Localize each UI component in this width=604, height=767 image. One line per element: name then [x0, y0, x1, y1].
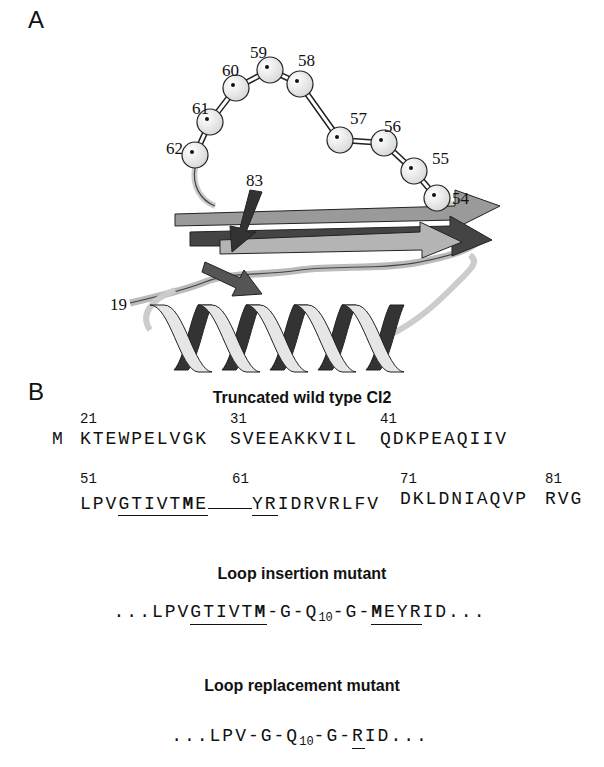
bead-dot	[190, 150, 194, 154]
residue-bead	[401, 158, 427, 184]
ribbon-part	[220, 222, 462, 258]
beta-strands	[175, 190, 500, 296]
sequence-part: 10	[318, 611, 332, 625]
sequence: DKLDNIAQVP	[400, 490, 528, 508]
sequence-part: -G-	[314, 726, 352, 748]
sequence-part: ...LPV-G-Q	[171, 726, 299, 748]
sequence-part: M	[254, 602, 267, 625]
sequence: M	[52, 430, 65, 448]
bead-dot	[265, 65, 269, 69]
helix-front	[198, 305, 260, 372]
panel-letter: B	[28, 380, 44, 404]
residue-number: 57	[350, 110, 367, 127]
sequence: SVEEAKKVIL	[230, 430, 358, 448]
sequence-line: LPVGTIVTME YRIDRVRLFV	[80, 488, 380, 516]
sequence-part: E	[195, 494, 208, 517]
residue-number: 81	[545, 472, 562, 486]
residue-number: 54	[452, 190, 469, 207]
residue-number: 51	[80, 472, 97, 486]
helix-front	[342, 305, 404, 372]
bead-dot	[379, 138, 383, 142]
helix-front	[246, 305, 308, 372]
residue-number: 71	[400, 472, 417, 486]
ribbon-part	[195, 70, 446, 206]
residue-number: 58	[298, 52, 315, 69]
sequence: RVG	[545, 490, 583, 508]
sequence-part: LPV	[80, 494, 118, 516]
residue-number: 61	[232, 472, 249, 486]
residue-number: 41	[380, 412, 397, 426]
sequence-part: ID...	[365, 726, 429, 748]
helix-front	[150, 305, 212, 372]
residue-number: 59	[250, 44, 267, 61]
sequence-part: R	[352, 726, 365, 749]
residue-bead	[327, 127, 353, 153]
sequence-part: IDRVRLFV	[278, 494, 380, 516]
sequence-part: YR	[252, 494, 278, 517]
sequence-part: GTIVT	[118, 494, 182, 517]
ribbon-part	[230, 190, 262, 252]
residue-number: 55	[432, 150, 449, 167]
sequence-part: GTIVT	[190, 602, 254, 625]
ribbon-part	[194, 168, 215, 206]
ribbon-part	[194, 168, 215, 206]
loop-beads	[182, 57, 450, 211]
residue-bead	[182, 142, 208, 168]
sequence-part: ID...	[422, 602, 486, 624]
sequence-part: EYR	[384, 602, 422, 625]
residue-number: 31	[230, 412, 247, 426]
bead-dot	[205, 117, 209, 121]
bead-dot	[409, 166, 413, 170]
residue-number: 60	[222, 62, 239, 79]
residue-bead	[424, 185, 450, 211]
sequence-part: ...LPV	[114, 602, 191, 624]
sequence-line: ...LPVGTIVTM-G-Q10-G-MEYRID...	[114, 602, 487, 625]
sequence-part: M	[371, 602, 384, 625]
sequence: KTEWPELVGK	[80, 430, 208, 448]
ribbon-part	[202, 262, 262, 296]
residue-number: 56	[384, 118, 401, 135]
bead-dot	[295, 79, 299, 83]
ribbon-part	[195, 70, 446, 206]
bead-dot	[432, 193, 436, 197]
sequence-heading: Truncated wild type CI2	[213, 390, 392, 406]
residue-number: 19	[110, 296, 127, 313]
panel-letter: A	[28, 8, 44, 32]
residue-number: 21	[80, 412, 97, 426]
ribbon-part	[390, 255, 474, 335]
ribbon-part	[182, 57, 450, 211]
sequence-part: 10	[299, 735, 313, 749]
bead-dot	[335, 135, 339, 139]
sequence-part: M	[182, 494, 195, 517]
residue-number: 83	[246, 172, 263, 189]
sequence-heading: Loop insertion mutant	[218, 566, 387, 582]
sequence-heading: Loop replacement mutant	[204, 678, 400, 694]
sequence-part: -G-Q	[267, 602, 318, 624]
underline-gap	[208, 488, 252, 509]
bead-dot	[231, 83, 235, 87]
sequence-line: ...LPV-G-Q10-G-RID...	[171, 726, 429, 749]
alpha-helix	[150, 305, 404, 372]
residue-number: 61	[192, 100, 209, 117]
sequence: QDKPEAQIIV	[380, 430, 508, 448]
sequence-part: -G-	[333, 602, 371, 624]
helix-front	[294, 305, 356, 372]
residue-number: 62	[166, 140, 183, 157]
residue-bead	[287, 71, 313, 97]
